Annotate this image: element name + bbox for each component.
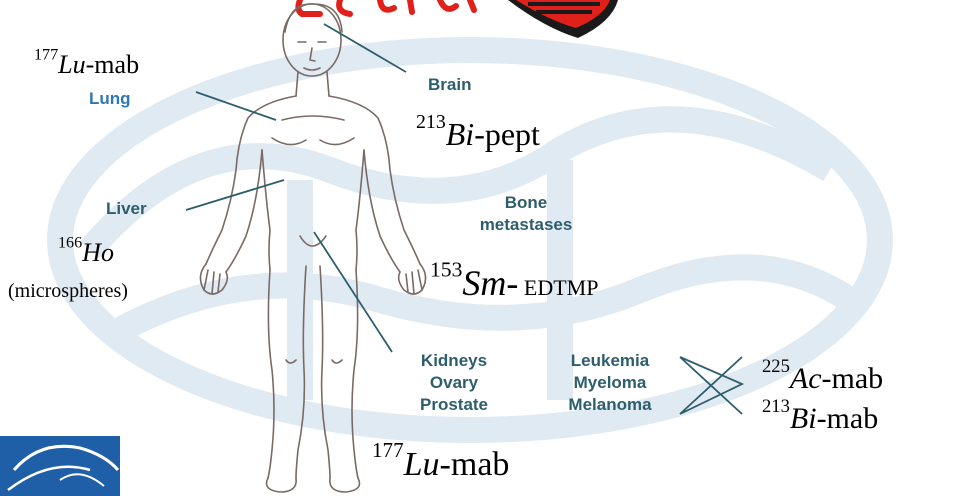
lu-mab-bottom-formula: 177Lu-mab	[372, 446, 509, 484]
melanoma-label: Melanoma	[548, 394, 672, 416]
liver-label: Liver	[106, 198, 147, 220]
myeloma-label: Myeloma	[548, 372, 672, 394]
ac-mass: 225	[762, 356, 790, 377]
ac-symbol: Ac	[790, 362, 822, 395]
leukemia-label: Leukemia	[548, 350, 672, 372]
ac-suffix: -mab	[822, 362, 884, 395]
lung-label: Lung	[89, 88, 131, 110]
sm-edtmp-formula: 153Sm- EDTMP	[430, 262, 598, 304]
bone-metastases-label: Bone metastases	[476, 192, 576, 236]
bone-label-line1: Bone	[476, 192, 576, 214]
leukemia-myeloma-melanoma-label: Leukemia Myeloma Melanoma	[548, 350, 672, 416]
lu-bottom-suffix: -mab	[440, 446, 510, 483]
bi-mab-formula: 213Bi-mab	[762, 402, 878, 436]
ho-symbol: Ho	[82, 238, 114, 267]
lu-bottom-mass: 177	[372, 438, 404, 462]
bi-pept-formula: 213Bi-pept	[416, 116, 540, 153]
sm-mass: 153	[430, 258, 462, 282]
sm-symbol: Sm	[462, 263, 506, 303]
bi-mab-suffix: -mab	[817, 402, 879, 435]
lu-top-symbol: Lu	[58, 50, 85, 79]
bi-pept-symbol: Bi	[446, 116, 474, 152]
ac-mab-formula: 225Ac-mab	[762, 362, 883, 396]
red-emblem-icon	[508, 0, 618, 38]
ho-note: (microspheres)	[8, 280, 128, 303]
sm-suffix: EDTMP	[518, 275, 598, 300]
bi-pept-mass: 213	[416, 111, 446, 133]
prostate-label: Prostate	[404, 394, 504, 416]
ho-mass: 166	[58, 234, 82, 251]
lu-mab-top-formula: 177Lu-mab	[34, 50, 139, 80]
bi-mab-symbol: Bi	[790, 402, 817, 435]
lu-bottom-symbol: Lu	[404, 446, 440, 483]
kidneys-label: Kidneys	[404, 350, 504, 372]
lu-top-mass: 177	[34, 46, 58, 63]
bone-label-line2: metastases	[476, 214, 576, 236]
liver-pointer-line	[186, 180, 284, 210]
ho-formula: 166Ho	[58, 238, 114, 268]
ovary-label: Ovary	[404, 372, 504, 394]
lu-top-suffix: -mab	[86, 50, 139, 79]
kidneys-ovary-prostate-label: Kidneys Ovary Prostate	[404, 350, 504, 416]
bi-pept-suffix: -pept	[474, 116, 540, 152]
logo-emblem-icon	[0, 436, 120, 496]
bi-mab-mass: 213	[762, 396, 790, 417]
sm-dash: -	[506, 263, 518, 303]
brain-label: Brain	[428, 74, 471, 96]
